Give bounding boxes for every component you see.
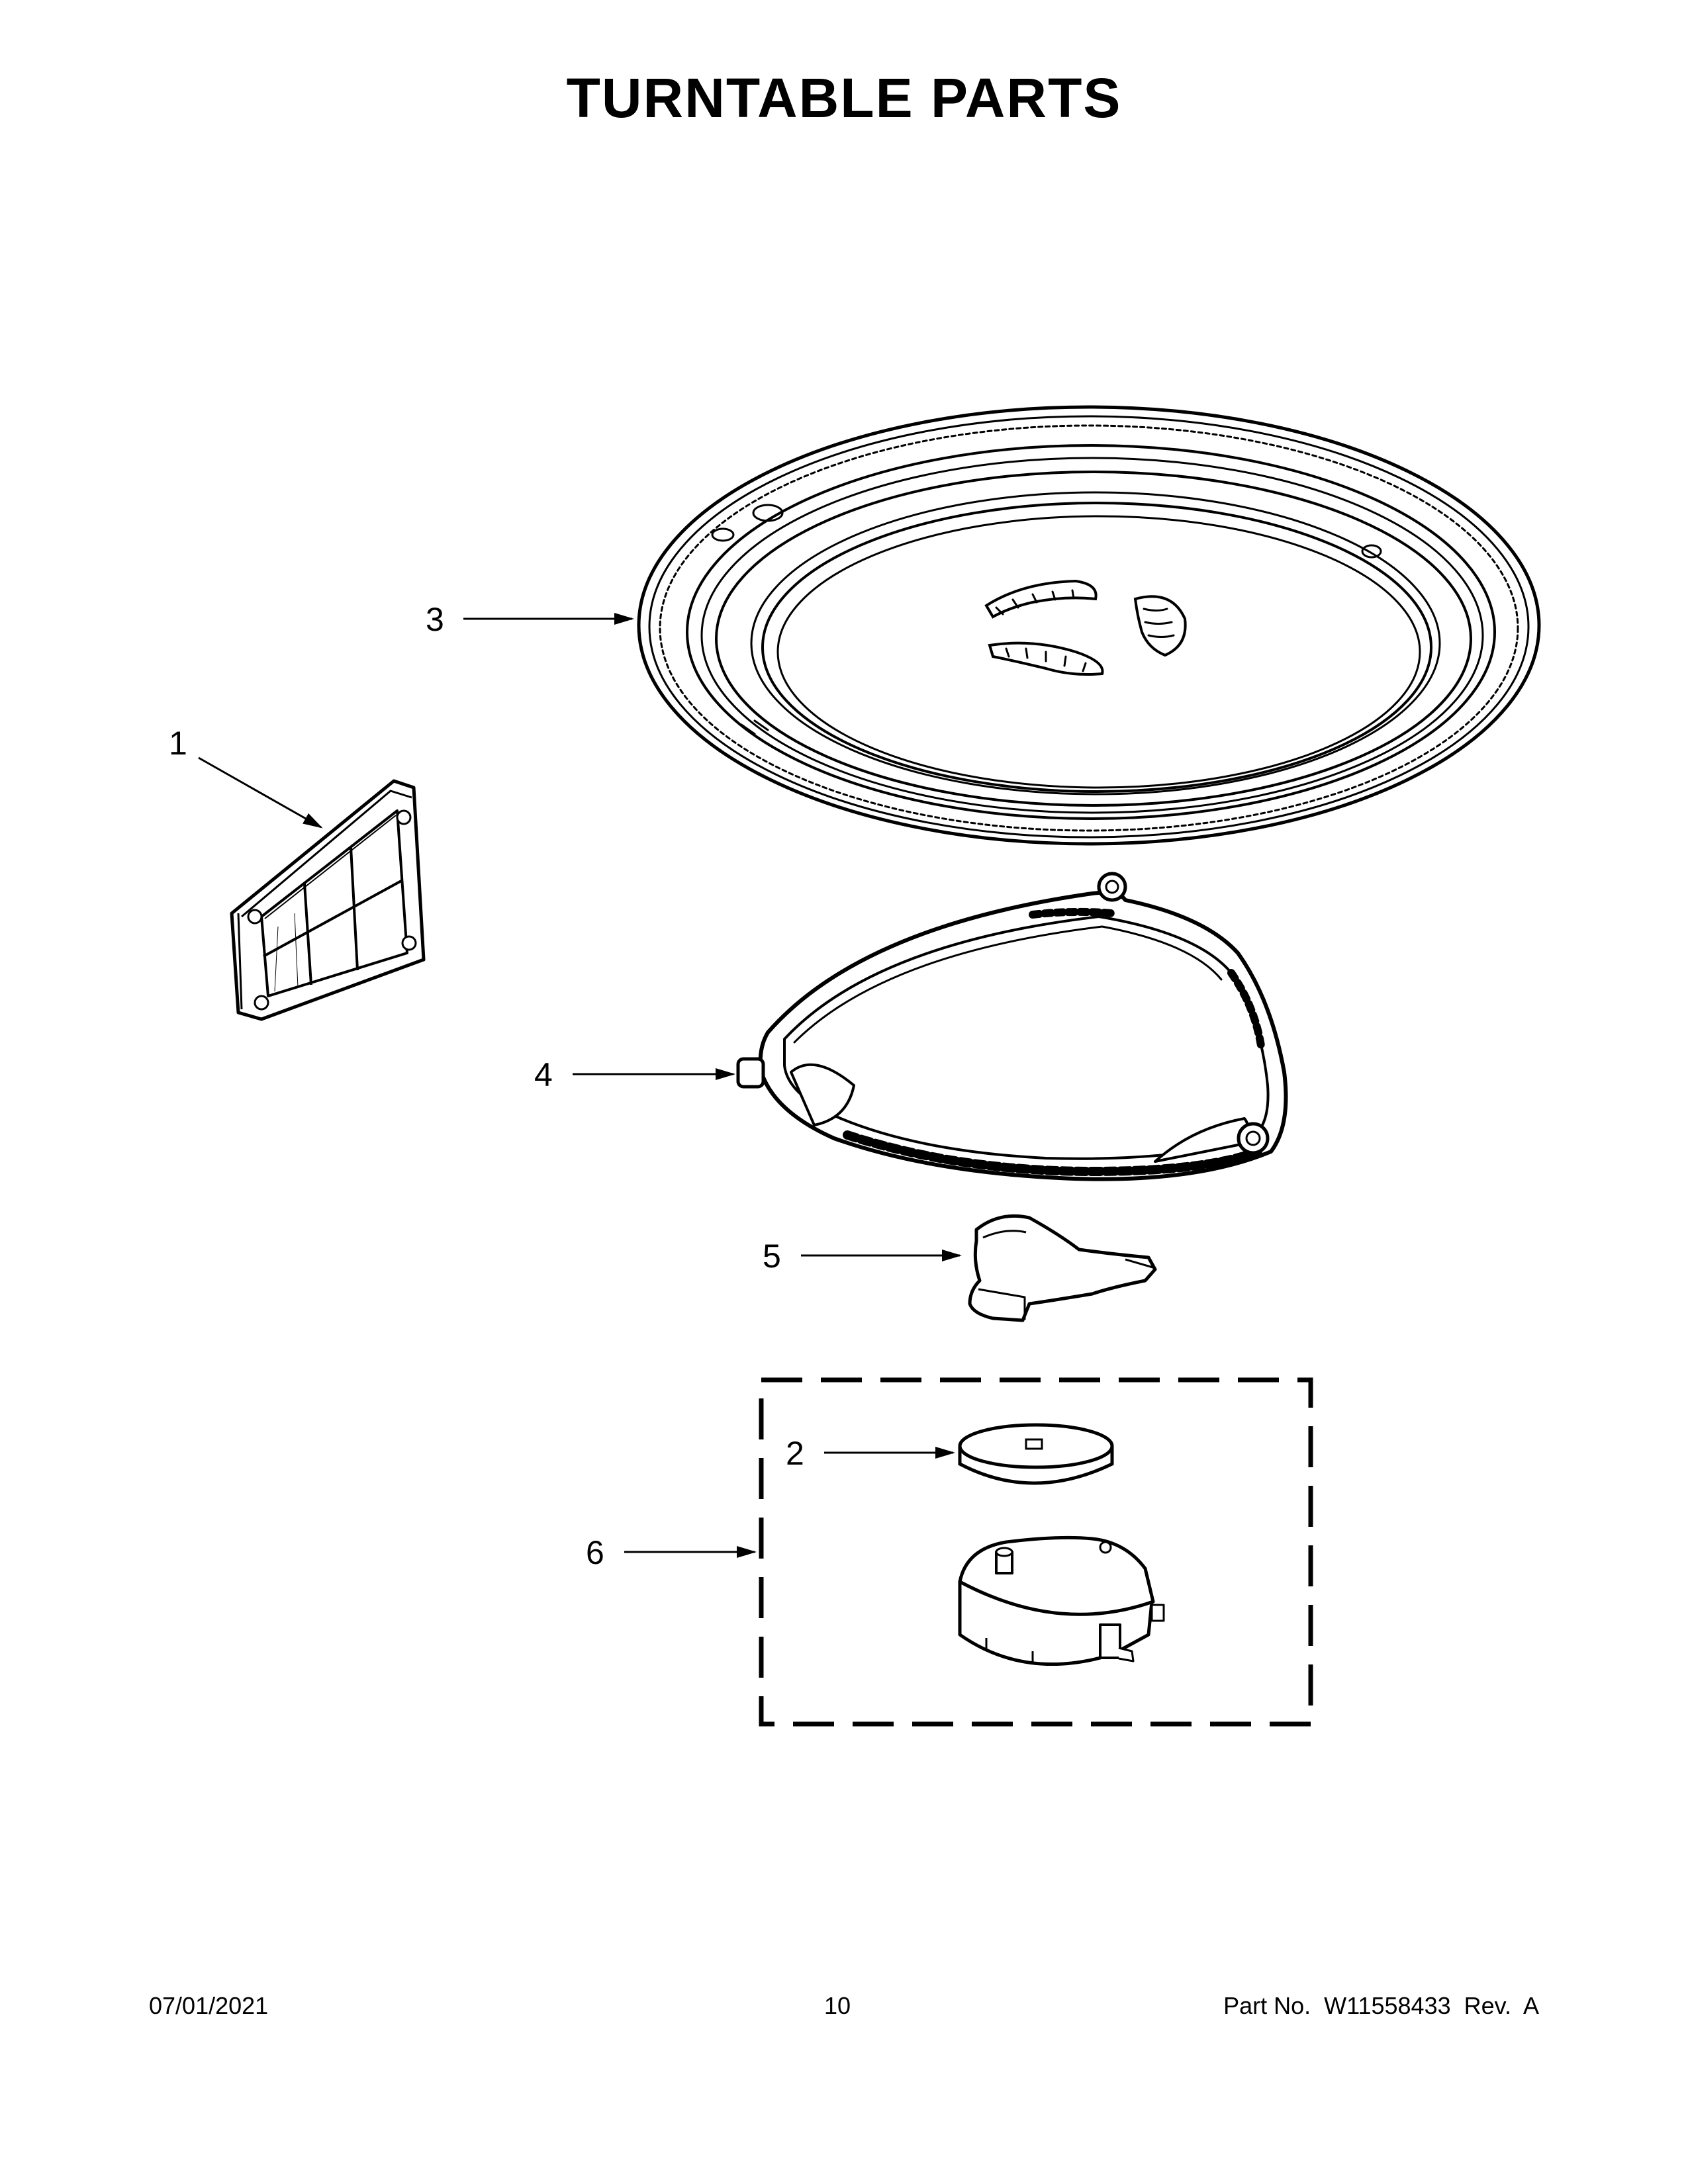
roller-support-icon[interactable] — [736, 872, 1288, 1181]
filter-icon[interactable] — [230, 779, 426, 1021]
footer-page-number: 10 — [824, 1992, 851, 2019]
callout-1: 1 — [169, 725, 323, 829]
callout-label: 5 — [763, 1238, 781, 1275]
callout-label: 1 — [169, 725, 187, 762]
callout-label: 3 — [426, 601, 444, 638]
callout-6: 6 — [586, 1534, 757, 1571]
footer-part-number: Part No. W11558433 Rev. A — [1223, 1992, 1539, 2019]
hub-icon[interactable] — [968, 1214, 1157, 1322]
motor-kit-group[interactable] — [759, 1377, 1313, 1727]
callout-label: 4 — [534, 1056, 553, 1093]
turntable-tray-icon[interactable] — [637, 405, 1541, 846]
page-title: TURNTABLE PARTS — [566, 67, 1122, 129]
callout-label: 6 — [586, 1534, 604, 1571]
callout-2: 2 — [786, 1435, 955, 1472]
coupler-icon[interactable] — [958, 1423, 1114, 1485]
callout-5: 5 — [763, 1238, 962, 1275]
footer-date: 07/01/2021 — [149, 1992, 269, 2019]
motor-icon[interactable] — [958, 1535, 1165, 1666]
callout-3: 3 — [426, 601, 634, 638]
callout-label: 2 — [786, 1435, 804, 1472]
callout-4: 4 — [534, 1056, 735, 1093]
